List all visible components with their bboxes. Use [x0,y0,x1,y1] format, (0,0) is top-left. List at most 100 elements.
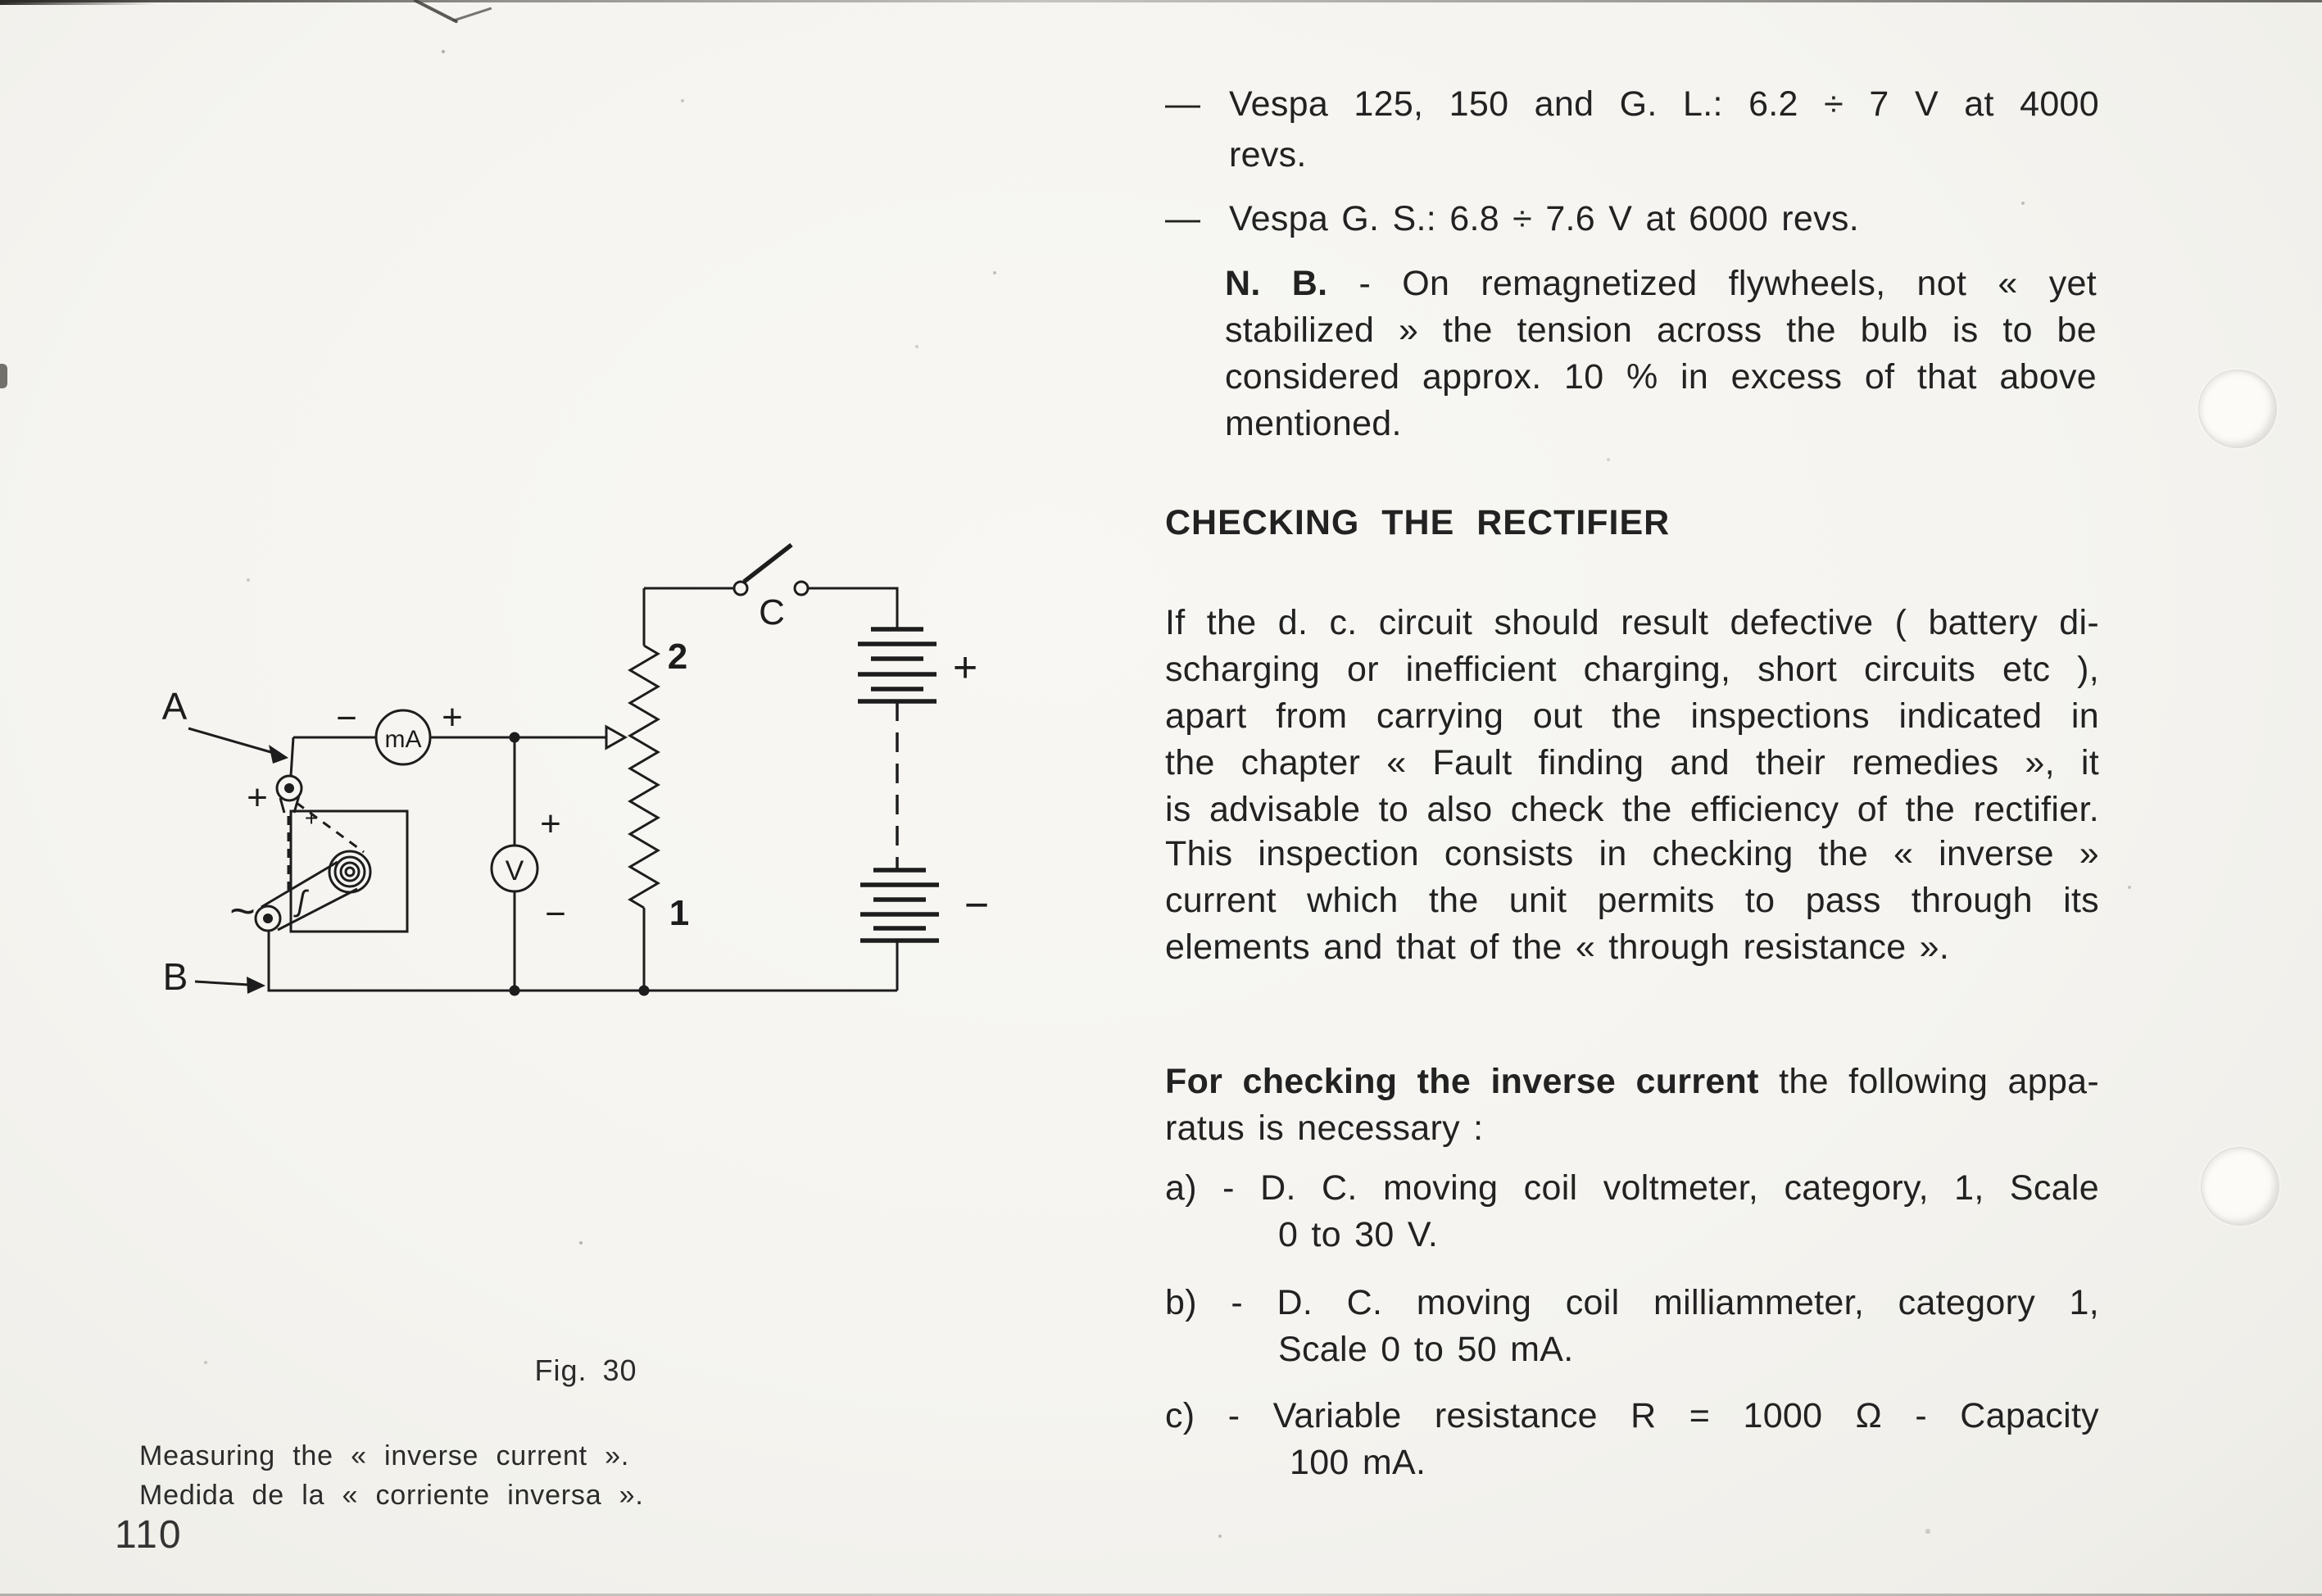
scan-edge-top [0,0,2322,2]
text-line: b) - D. C. moving coil milliammeter, cat… [1165,1283,2099,1322]
wire-corner-to-terminal [289,737,295,777]
spec-item-vespa-gs: — Vespa G. S.: 6.8 ÷ 7.6 V at 6000 revs. [1165,193,2099,244]
paragraph-apparatus-lead: For checking the inverse current the fol… [1165,1059,2099,1152]
apparatus-item-b: b) - D. C. moving coil milliammeter, cat… [1165,1280,2099,1373]
scan-edge-top-left [0,0,156,5]
text-line: c) - Variable resistance R = 1000 Ω - Ca… [1165,1396,2099,1435]
rectifier-disc [339,861,361,882]
terminal-b-label: B [163,955,188,998]
rheostat-terminal-1-label: 1 [669,893,689,933]
apparatus-item-a: a) - D. C. moving coil voltmeter, catego… [1165,1165,2099,1258]
rheostat-terminal-2-label: 2 [668,637,687,677]
text-line: This inspection consists in checking the… [1165,834,2099,873]
rheostat-group: 2 1 [605,637,689,996]
apparatus-item-c: c) - Variable resistance R = 1000 Ω - Ca… [1165,1393,2099,1486]
text-line: is advisable to also check the efficienc… [1165,790,2099,829]
figure-circuit-diagram: A B mA − + V + − 2 [162,542,989,998]
rectifier-terminal-bottom [254,905,282,932]
text-line: ratus is necessary : [1165,1109,1484,1148]
switch-lever [742,542,793,584]
arrow-a-line [188,727,274,755]
figure-number: Fig. 30 [534,1353,637,1387]
nb-lead: N. B. [1225,264,1328,303]
battery-group [858,627,939,943]
rectifier-terminal-bottom-dot [263,914,273,923]
milliammeter-symbol [374,709,432,766]
rectifier-ac-symbol: ~ [229,886,256,936]
text-line: Vespa 125, 150 and G. L.: 6.2 ÷ 7 V at 4… [1229,84,2099,124]
figure-caption-spanish: Medida de la « corriente inversa ». [139,1480,644,1511]
arrow-b-head [247,977,265,994]
junction-dot-rheostat-bus [638,985,650,996]
text-line: 100 mA. [1290,1443,1426,1482]
text-line: a) - D. C. moving coil voltmeter, catego… [1165,1168,2099,1208]
nb-note-paragraph: N. B. - On remagnetized flywheels, not «… [1225,261,2097,447]
battery-minus-sign: − [964,882,989,929]
text-run: the following appa- [1758,1062,2099,1101]
paper-crease-mark [452,7,492,22]
rectifier-arm-edge [261,860,338,909]
paper-specks [0,0,2,2]
punch-hole-bottom [2201,1147,2279,1226]
wiper-arrow-head [605,724,628,750]
text-run: - On remagnetized flywheels, not « yet [1327,264,2097,303]
terminal-a-label: A [162,685,188,728]
text-line: stabilized » the tension across the bulb… [1225,311,2097,350]
bullet-dash: — [1165,84,1201,124]
voltmeter-plus-sign: + [540,804,561,844]
text-line: N. B. - On remagnetized flywheels, not «… [1225,261,2097,307]
text-line: apart from carrying out the inspections … [1165,696,2099,736]
milliammeter-group: mA − + [336,697,520,766]
rectifier-body [289,809,409,933]
section-heading: CHECKING THE RECTIFIER [1165,503,1671,542]
text-line: revs. [1229,135,1307,175]
wire-switch-to-battery [808,587,899,628]
rectifier-plus-sign: + [247,778,268,818]
milliammeter-label: mA [385,726,422,753]
punch-hole-top [2198,370,2277,448]
text-line: For checking the inverse current the fol… [1165,1059,2099,1105]
text-line: Scale 0 to 50 mA. [1278,1330,1574,1369]
rectifier-coil-squiggle: ʃ [293,884,310,918]
scan-smudge-left [0,364,7,388]
text-line: current which the unit permits to pass t… [1165,881,2099,920]
text-line: elements and that of the « through resis… [1165,927,1950,967]
rectifier-unit-group: + + ~ ʃ [229,774,409,936]
battery-plus-sign: + [953,644,977,691]
paragraph-rectifier-intro: If the d. c. circuit should result defec… [1165,600,2099,833]
voltmeter-symbol [490,844,539,893]
junction-dot-top [509,732,520,743]
bullet-dash: — [1165,199,1201,238]
paragraph-inspection: This inspection consists in checking the… [1165,831,2099,971]
wire-bottom-bus [267,931,897,992]
switch-contact-right [793,580,810,596]
text-line: 0 to 30 V. [1278,1215,1439,1254]
voltmeter-group: V + − [490,804,566,996]
label-a-group: A [162,685,288,764]
switch-group: C [732,542,810,633]
arrow-a-head [269,745,288,764]
rectifier-arm-edge [277,887,358,932]
text-line: Vespa G. S.: 6.8 ÷ 7.6 V at 6000 revs. [1229,199,1859,238]
rectifier-hidden-line [296,801,365,854]
junction-dot-voltmeter-bus [509,985,520,996]
label-b-group: B [163,955,265,998]
circuit-wires [267,587,899,992]
milliammeter-plus-sign: + [442,697,463,737]
voltmeter-label: V [506,855,524,886]
rectifier-terminal-top [275,774,303,802]
text-line: scharging or inefficient charging, short… [1165,650,2099,689]
spec-item-vespa-125: — Vespa 125, 150 and G. L.: 6.2 ÷ 7 V at… [1165,79,2099,180]
rectifier-disc-inner [344,866,356,877]
milliammeter-minus-sign: − [336,698,357,738]
rectifier-terminal-top-dot [284,783,294,793]
text-line: If the d. c. circuit should result defec… [1165,603,2099,642]
spec-item-text: Vespa 125, 150 and G. L.: 6.2 ÷ 7 V at 4… [1229,79,2099,180]
voltmeter-minus-sign: − [545,894,566,934]
arrow-b-line [194,980,250,986]
apparatus-lead-bold: For checking the inverse current [1165,1062,1759,1101]
switch-c-label: C [759,592,785,633]
rectifier-plus-sign-inner: + [305,805,318,831]
text-line: considered approx. 10 % in excess of tha… [1225,357,2097,397]
